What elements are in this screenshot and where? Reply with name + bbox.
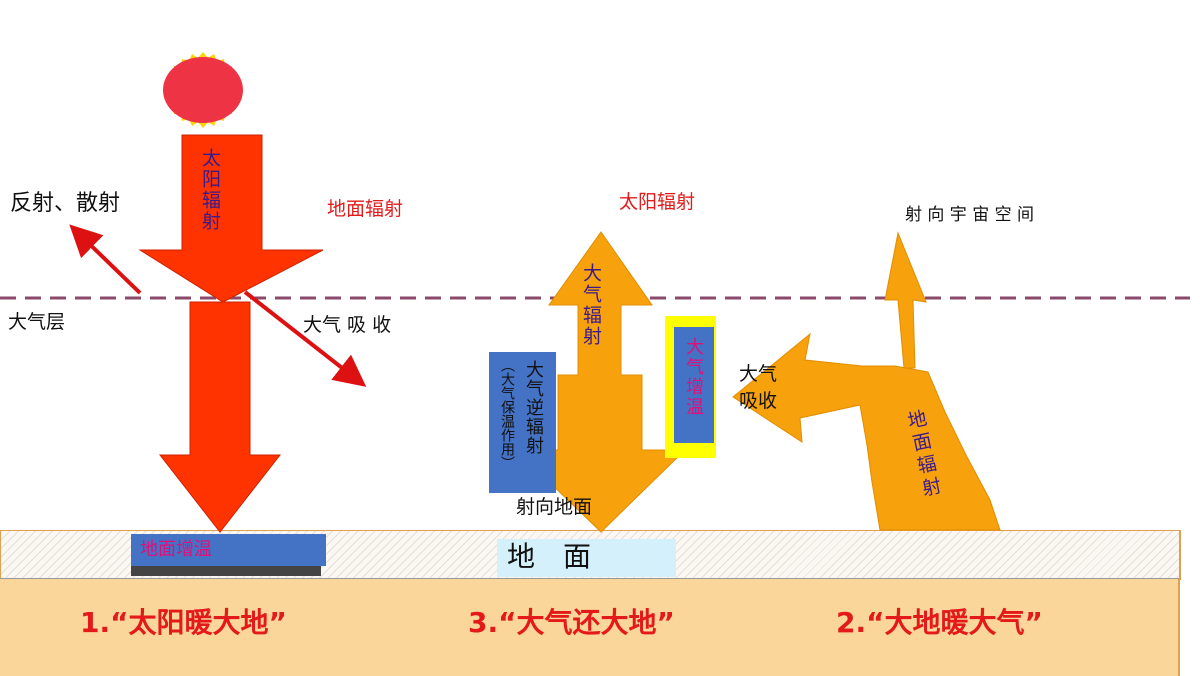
ground-warming-box xyxy=(131,534,326,566)
ground-label: 地 面 xyxy=(507,540,592,573)
solar-radiation-arrow-label: 太阳辐射 xyxy=(199,148,221,232)
caption-atmosphere-returns-earth: 3.“大气还大地” xyxy=(468,606,675,639)
caption-earth-warms-atmosphere: 2.“大地暖大气” xyxy=(836,606,1043,639)
ground-warming-label: 地面增温 xyxy=(140,539,212,560)
atmosphere-radiation-label: 大气辐射 xyxy=(580,263,602,347)
atmosphere-warming-box xyxy=(674,327,714,443)
atmosphere-radiation-arrow xyxy=(514,231,687,533)
ground-radiation-arrow xyxy=(732,332,1001,531)
atmosphere-layer-label: 大气层 xyxy=(8,311,66,333)
reflect-scatter-label: 反射、散射 xyxy=(10,191,121,216)
atmosphere-warming-label: 大气增温 xyxy=(683,337,704,417)
atmosphere-absorb-right-line1: 大气 xyxy=(739,363,778,385)
solar-radiation-arrow xyxy=(138,134,324,303)
ground-label-box xyxy=(497,539,676,577)
to-space-label: 射 向 宇 宙 空 间 xyxy=(905,205,1035,225)
absorption-arrow xyxy=(243,290,367,387)
insulation-effect-label: （大气保温作用） xyxy=(499,358,515,470)
atmosphere-absorb-left-label: 大气 吸 收 xyxy=(303,314,392,336)
bottom-caption-band xyxy=(0,578,1180,676)
atmosphere-absorb-right-line2: 吸收 xyxy=(739,390,778,412)
caption-sun-warms-earth: 1.“太阳暖大地” xyxy=(80,606,287,639)
sun-icon xyxy=(163,52,243,128)
to-space-arrow xyxy=(884,231,927,369)
solar-radiation-mid-label: 太阳辐射 xyxy=(619,191,696,213)
toward-ground-label: 射向地面 xyxy=(516,496,593,518)
ground-warming-shadow xyxy=(131,564,321,576)
ground-radiation-top-label: 地面辐射 xyxy=(327,198,404,220)
counter-radiation-box xyxy=(489,352,556,493)
reflection-arrow xyxy=(69,224,142,295)
counter-radiation-label: 大气逆辐射 xyxy=(523,360,544,455)
solar-to-ground-arrow xyxy=(158,301,282,533)
